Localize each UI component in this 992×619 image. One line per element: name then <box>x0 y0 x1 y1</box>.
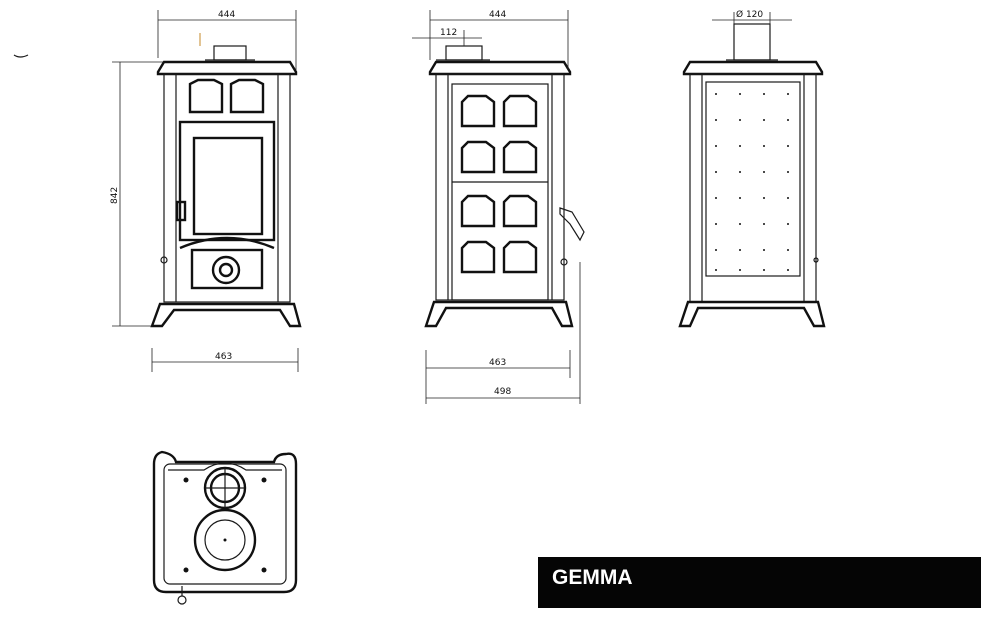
rear-dimensions: Ø 120 <box>712 9 792 28</box>
front-dimensions: 444 842 463 <box>110 10 299 372</box>
dim-front-base-width: 463 <box>215 352 232 362</box>
dim-side-top-width: 444 <box>489 10 506 20</box>
title-bar: GEMMA <box>538 557 981 608</box>
side-view <box>424 45 585 328</box>
side-dimensions: 444 112 463 498 <box>412 10 581 404</box>
rear-panel-holes <box>715 93 789 271</box>
dim-rear-flue-diameter: Ø 120 <box>736 9 763 20</box>
dim-front-height: 842 <box>110 187 120 204</box>
dim-side-overall-depth: 498 <box>494 387 511 397</box>
dim-side-base-width: 463 <box>489 358 506 368</box>
scan-mark <box>13 54 29 58</box>
top-view <box>152 450 298 605</box>
rear-view <box>678 23 826 328</box>
product-title: GEMMA <box>552 566 633 589</box>
dim-front-top-width: 444 <box>218 10 235 20</box>
front-view <box>150 45 302 328</box>
dim-side-flue-offset: 112 <box>440 28 457 38</box>
